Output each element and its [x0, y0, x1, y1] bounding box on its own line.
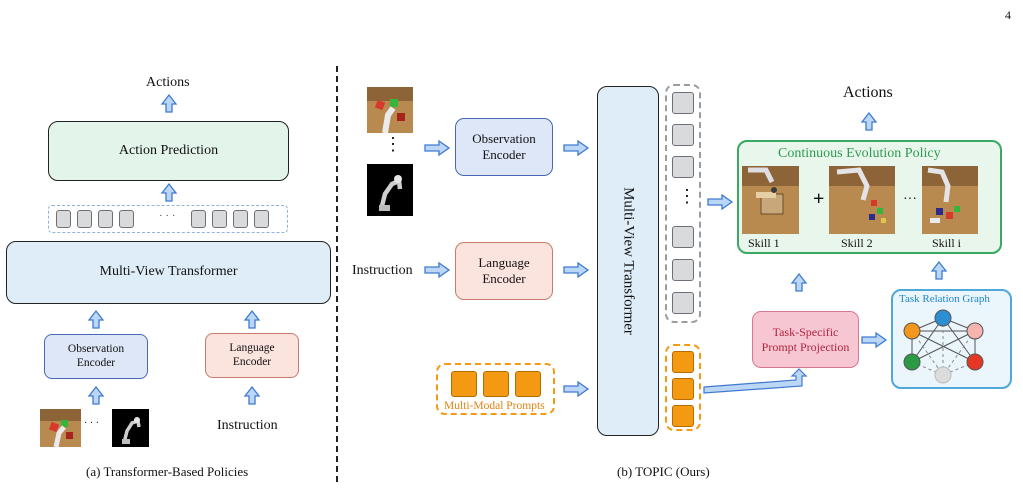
- right-image-vdots: ⋮: [384, 134, 402, 154]
- up-arrow-icon: [88, 310, 104, 329]
- task-relation-graph-title: Task Relation Graph: [899, 293, 990, 305]
- left-image-ellipsis: · · ·: [84, 418, 99, 429]
- graph-node-icon: [934, 366, 952, 384]
- right-arrow-icon: [707, 194, 733, 210]
- up-arrow-icon: [244, 310, 260, 329]
- right-arrow-icon: [424, 262, 450, 278]
- left-token: [233, 210, 248, 228]
- right-observation-encoder-label: Observation Encoder: [472, 131, 536, 162]
- prompt-output-token: [672, 378, 694, 400]
- right-transformer-label: Multi-View Transformer: [620, 187, 637, 335]
- right-arrow-icon: [563, 140, 589, 156]
- right-arrow-icon: [563, 381, 589, 397]
- left-token: [212, 210, 227, 228]
- skill-ellipsis: ···: [903, 192, 917, 207]
- left-token-ellipsis: · · ·: [159, 210, 176, 222]
- right-language-encoder-label: Language Encoder: [478, 255, 530, 286]
- skill-i-frame: [922, 166, 978, 234]
- left-transformer-box: Multi-View Transformer: [6, 241, 331, 304]
- left-observation-frame: [40, 409, 81, 447]
- left-token: [119, 210, 134, 228]
- left-observation-encoder: Observation Encoder: [44, 334, 148, 379]
- robot-mask-icon: [367, 164, 413, 216]
- left-mask-frame: [112, 409, 149, 447]
- right-arrow-icon: [861, 332, 887, 348]
- right-token: [672, 124, 694, 146]
- action-prediction-box: Action Prediction: [48, 121, 289, 181]
- skill-1-frame: [742, 166, 799, 234]
- skill-2-label: Skill 2: [841, 236, 873, 250]
- graph-node-icon: [903, 322, 921, 340]
- left-instruction-label: Instruction: [217, 418, 278, 433]
- robot-frame-icon: [922, 166, 978, 234]
- up-arrow-icon: [88, 386, 104, 405]
- left-caption: (a) Transformer-Based Policies: [86, 464, 249, 479]
- prompt-projection-box: Task-Specific Prompt Projection: [752, 311, 859, 368]
- up-arrow-icon: [161, 94, 177, 113]
- robot-frame-icon: [829, 166, 895, 234]
- right-token: [672, 156, 694, 178]
- right-token: [672, 259, 694, 281]
- prompt-output-token: [672, 351, 694, 373]
- task-relation-graph: [903, 309, 984, 384]
- left-token: [77, 210, 92, 228]
- graph-node-icon: [934, 309, 952, 327]
- left-token: [254, 210, 269, 228]
- right-token-container: [665, 84, 701, 323]
- up-arrow-icon: [791, 273, 807, 292]
- left-language-encoder-label: Language Encoder: [229, 341, 275, 368]
- prompt-output-token: [672, 405, 694, 427]
- up-arrow-icon: [161, 183, 177, 202]
- plus-sign: +: [813, 188, 825, 210]
- right-transformer-box: [597, 86, 659, 436]
- skill-1-label: Skill 1: [748, 236, 780, 250]
- prompt-to-projection-connector-body: [703, 368, 808, 394]
- right-token: [672, 292, 694, 314]
- up-arrow-icon: [244, 386, 260, 405]
- robot-frame-icon: [367, 87, 413, 133]
- prompt-token: [451, 371, 477, 397]
- right-arrow-icon: [424, 140, 450, 156]
- prompt-projection-label: Task-Specific Prompt Projection: [761, 325, 850, 354]
- panel-divider: [336, 66, 338, 482]
- right-mask-frame: [367, 164, 413, 216]
- left-token: [191, 210, 206, 228]
- right-token: [672, 92, 694, 114]
- right-token-vdots: ⋮: [678, 186, 696, 206]
- skill-i-label: Skill i: [932, 236, 962, 250]
- prompt-token: [515, 371, 541, 397]
- up-arrow-icon: [931, 261, 947, 280]
- page-number: 4: [1005, 8, 1011, 22]
- left-actions-label: Actions: [146, 75, 190, 90]
- right-observation-encoder: Observation Encoder: [455, 118, 553, 176]
- skill-2-frame: [829, 166, 895, 234]
- continuous-evolution-policy-title: Continuous Evolution Policy: [778, 146, 941, 161]
- robot-mask-icon: [112, 409, 149, 447]
- left-language-encoder: Language Encoder: [205, 333, 299, 378]
- right-instruction-label: Instruction: [352, 263, 413, 278]
- left-token: [56, 210, 71, 228]
- left-observation-encoder-label: Observation Encoder: [67, 342, 125, 369]
- robot-frame-icon: [742, 166, 799, 234]
- left-token-container: [48, 205, 288, 233]
- graph-node-icon: [903, 353, 921, 371]
- prompt-to-projection-connector: [703, 378, 800, 391]
- right-token: [672, 226, 694, 248]
- right-arrow-icon: [563, 262, 589, 278]
- multi-modal-prompts-container: [436, 363, 555, 415]
- prompt-token-container: [665, 344, 701, 431]
- right-language-encoder: Language Encoder: [455, 242, 553, 300]
- multi-modal-prompts-label: Multi-Modal Prompts: [442, 400, 547, 412]
- robot-frame-icon: [40, 409, 81, 447]
- right-caption: (b) TOPIC (Ours): [617, 464, 710, 479]
- graph-node-icon: [966, 353, 984, 371]
- left-transformer-label: Multi-View Transformer: [99, 264, 238, 280]
- action-prediction-label: Action Prediction: [118, 142, 219, 158]
- right-observation-frame: [367, 87, 413, 133]
- prompt-token: [483, 371, 509, 397]
- left-token: [98, 210, 113, 228]
- up-arrow-icon: [861, 112, 877, 131]
- graph-node-icon: [966, 322, 984, 340]
- right-actions-label: Actions: [843, 84, 893, 101]
